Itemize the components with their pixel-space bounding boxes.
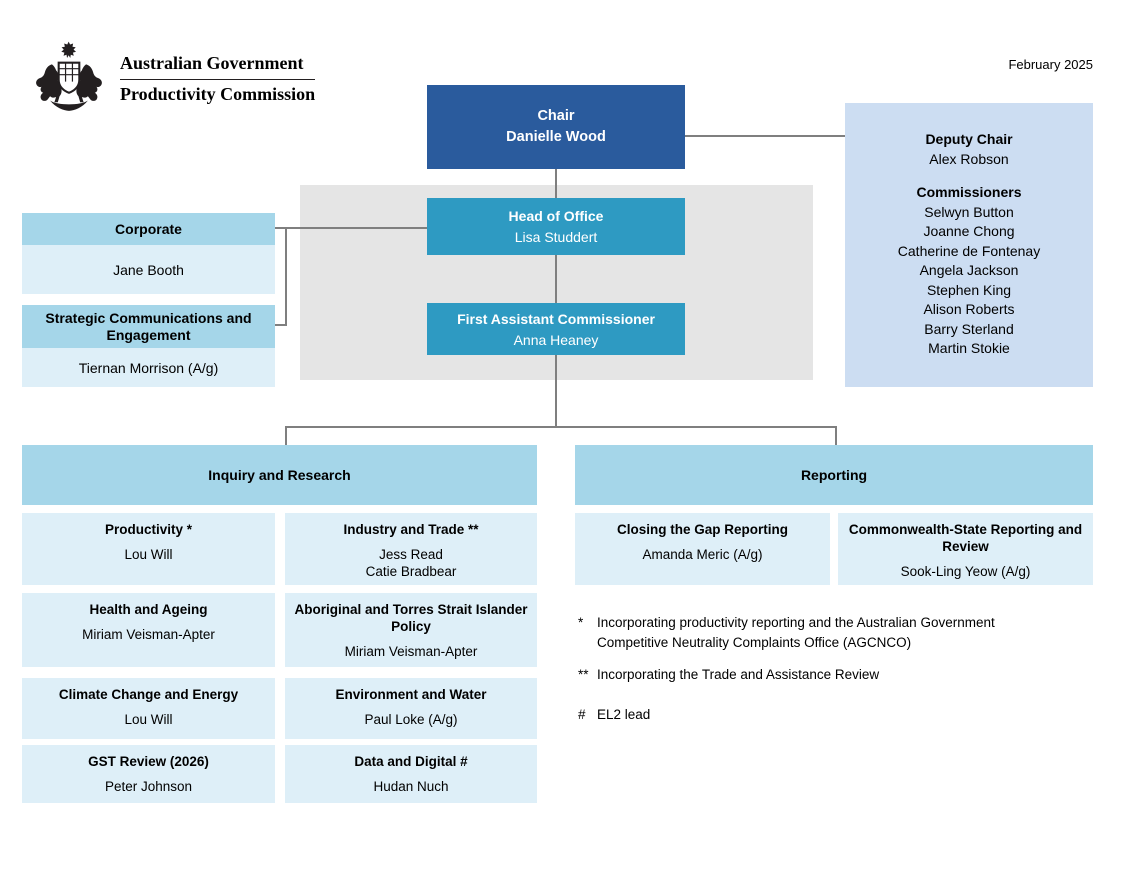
unit-industry-trade: Industry and Trade ** Jess Read Catie Br… [285, 513, 537, 585]
chair-name: Danielle Wood [506, 129, 606, 145]
logo-government-text: Australian Government [120, 52, 304, 73]
unit-name: Catie Bradbear [365, 564, 457, 579]
footnote-marker: ** [578, 667, 589, 682]
first-assistant-commissioner-box: First Assistant Commissioner Anna Heaney [427, 303, 685, 355]
corporate-title: Corporate [115, 220, 182, 237]
inquiry-research-header: Inquiry and Research [22, 445, 537, 505]
unit-title: GST Review (2026) [88, 754, 209, 769]
unit-name: Miriam Veisman-Apter [344, 644, 478, 659]
unit-productivity: Productivity * Lou Will [22, 513, 275, 585]
logo-text: Australian Government Productivity Commi… [120, 52, 316, 106]
inquiry-research-title: Inquiry and Research [208, 467, 351, 483]
unit-title: Industry and Trade ** [343, 522, 479, 537]
corporate-header: Corporate [22, 213, 275, 245]
date-label: February 2025 [1008, 57, 1093, 72]
unit-title: Commonwealth-State Reporting and Review [848, 522, 1083, 554]
unit-name: Jess Read [379, 547, 443, 562]
corporate-body: Jane Booth [22, 245, 275, 294]
unit-name: Lou Will [124, 712, 173, 727]
unit-name: Hudan Nuch [373, 779, 449, 794]
connector-strategic-stub [275, 324, 287, 326]
connector-corporate-headoffice [275, 227, 427, 229]
commissioner-name: Catherine de Fontenay [897, 242, 1041, 259]
strategic-comms-body: Tiernan Morrison (A/g) [22, 348, 275, 387]
connector-chair-headoffice [555, 169, 557, 199]
connector-drop-inquiry [285, 426, 287, 446]
deputy-chair-title: Deputy Chair [925, 131, 1013, 147]
strategic-comms-name: Tiernan Morrison (A/g) [78, 359, 219, 376]
coat-of-arms-icon [36, 41, 102, 111]
commissioner-name: Barry Sterland [924, 320, 1014, 337]
fac-name: Anna Heaney [513, 331, 599, 348]
footnote-text: Incorporating the Trade and Assistance R… [597, 667, 880, 682]
connector-fac-branches [555, 355, 557, 428]
unit-title: Data and Digital # [354, 754, 468, 769]
commissioner-name: Stephen King [926, 281, 1012, 298]
commissioner-name: Martin Stokie [928, 340, 1010, 356]
commissioner-name: Angela Jackson [919, 262, 1019, 278]
corporate-name: Jane Booth [113, 261, 184, 278]
footnotes: * Incorporating productivity reporting a… [578, 613, 1058, 725]
connector-corporate-strategic-vertical [285, 227, 287, 326]
head-of-office-title: Head of Office [508, 208, 604, 224]
logo-commission-text: Productivity Commission [120, 84, 316, 105]
unit-title: Aboriginal and Torres Strait Islander Po… [294, 602, 528, 634]
unit-closing-the-gap: Closing the Gap Reporting Amanda Meric (… [575, 513, 830, 585]
unit-name: Amanda Meric (A/g) [642, 547, 763, 562]
connector-drop-reporting [835, 426, 837, 446]
footnote-marker: # [578, 707, 586, 722]
unit-name: Miriam Veisman-Apter [82, 627, 215, 642]
footnote-text: EL2 lead [597, 707, 651, 722]
unit-aboriginal-torres-strait: Aboriginal and Torres Strait Islander Po… [285, 593, 537, 667]
connector-chair-deputy [685, 135, 845, 137]
connector-headoffice-fac [555, 255, 557, 303]
unit-gst-review: GST Review (2026) Peter Johnson [22, 745, 275, 803]
unit-data-digital: Data and Digital # Hudan Nuch [285, 745, 537, 803]
footnote-double-asterisk: ** Incorporating the Trade and Assistanc… [578, 665, 1058, 685]
footnote-asterisk: * Incorporating productivity reporting a… [578, 613, 1058, 653]
unit-environment-water: Environment and Water Paul Loke (A/g) [285, 678, 537, 739]
connector-branches-horizontal [285, 426, 837, 428]
unit-name: Sook-Ling Yeow (A/g) [900, 564, 1031, 579]
reporting-title: Reporting [800, 467, 868, 483]
deputy-chair-panel: Deputy Chair Alex Robson Commissioners S… [845, 103, 1093, 387]
commissioner-name: Joanne Chong [923, 223, 1015, 239]
reporting-header: Reporting [575, 445, 1093, 505]
chair-title: Chair [537, 108, 575, 124]
logo-divider [120, 78, 316, 81]
deputy-chair-name: Alex Robson [929, 150, 1009, 167]
unit-commonwealth-state: Commonwealth-State Reporting and Review … [838, 513, 1093, 585]
unit-title: Health and Ageing [89, 602, 208, 617]
unit-name: Lou Will [124, 547, 173, 562]
chair-box: Chair Danielle Wood [427, 85, 685, 169]
unit-health-ageing: Health and Ageing Miriam Veisman-Apter [22, 593, 275, 667]
head-of-office-name: Lisa Studdert [514, 229, 598, 245]
strategic-comms-title: Strategic Communications and Engagement [45, 309, 252, 343]
unit-names: Jess Read Catie Bradbear [366, 546, 457, 580]
unit-title: Closing the Gap Reporting [617, 522, 788, 537]
commissioners-title: Commissioners [916, 184, 1022, 200]
unit-title: Environment and Water [335, 687, 487, 702]
head-of-office-box: Head of Office Lisa Studdert [427, 198, 685, 255]
agency-logo: Australian Government Productivity Commi… [26, 40, 316, 118]
footnote-hash: # EL2 lead [578, 705, 1058, 725]
commissioner-name: Selwyn Button [924, 203, 1014, 220]
footnote-marker: * [578, 615, 584, 630]
unit-climate-energy: Climate Change and Energy Lou Will [22, 678, 275, 739]
unit-name: Paul Loke (A/g) [364, 712, 458, 727]
footnote-text: Incorporating productivity reporting and… [597, 615, 995, 650]
unit-name: Peter Johnson [104, 779, 193, 794]
strategic-comms-header: Strategic Communications and Engagement [22, 305, 275, 348]
unit-title: Productivity * [104, 522, 193, 537]
fac-title: First Assistant Commissioner [457, 310, 655, 327]
commissioner-name: Alison Roberts [923, 301, 1015, 317]
unit-title: Climate Change and Energy [58, 687, 239, 702]
